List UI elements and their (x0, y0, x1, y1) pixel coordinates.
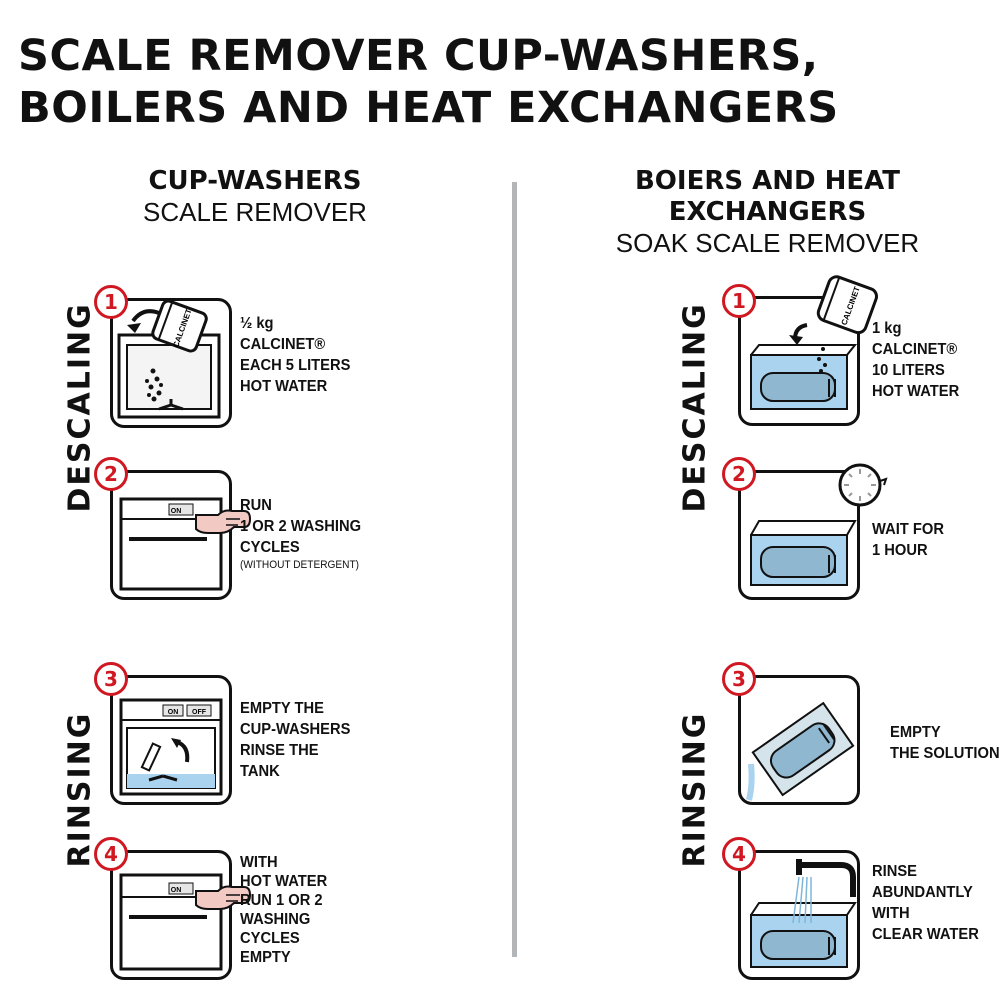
right-step-3: 3 EMPTY THE SOLUTION (720, 660, 1000, 810)
text-note: (WITHOUT DETERGENT) (240, 559, 359, 571)
text-line: 1 OR 2 WASHING (240, 518, 362, 535)
step-number-badge: 3 (722, 662, 756, 696)
tank-emptying-illustration (738, 675, 860, 805)
text-line: WAIT FOR (872, 521, 944, 538)
step-number-badge: 4 (722, 837, 756, 871)
timer-clock-icon (838, 463, 888, 507)
page-title: SCALE REMOVER CUP-WASHERS, BOILERS AND H… (18, 30, 839, 134)
right-section-descaling: DESCALING (677, 302, 713, 513)
step-number-badge: 2 (722, 457, 756, 491)
left-step-4-text: WITH HOT WATER RUN 1 OR 2 WASHING CYCLES… (240, 853, 327, 967)
column-divider (512, 182, 517, 957)
cup-washer-rinse-illustration: ON OFF (110, 675, 232, 805)
right-heading-bold-1: BOIERS AND HEAT (634, 166, 901, 196)
left-step-2: 2 ON RUN 1 OR 2 WASHING CYCLES (WITHOUT … (92, 455, 362, 605)
text-line: CALCINET® (240, 336, 326, 353)
right-step-4: 4 RINSE ABUNDANTLY WITH CLEAR WATER (720, 835, 1000, 985)
text-line: HOT WATER (240, 378, 328, 395)
right-step-4-text: RINSE ABUNDANTLY WITH CLEAR WATER (872, 861, 979, 945)
text-line: CYCLES (240, 930, 300, 947)
text-line: ½ kg (240, 315, 274, 332)
title-line-2: BOILERS AND HEAT EXCHANGERS (18, 83, 839, 133)
left-step-2-text: RUN 1 OR 2 WASHING CYCLES (WITHOUT DETER… (240, 495, 361, 573)
left-step-4: 4 ON WITH HOT WATER RUN 1 OR 2 WASHING C… (92, 835, 362, 985)
text-line: WITH (240, 854, 278, 871)
text-line: CUP-WASHERS (240, 721, 351, 738)
right-step-3-text: EMPTY THE SOLUTION (890, 722, 1000, 764)
right-step-1-text: 1 kg CALCINET® 10 LITERS HOT WATER (872, 318, 959, 402)
text-line: 10 LITERS (872, 362, 945, 379)
right-step-2-text: WAIT FOR 1 HOUR (872, 519, 944, 561)
step-number-badge: 1 (94, 285, 128, 319)
text-line: HOT WATER (872, 383, 960, 400)
step-number-badge: 4 (94, 837, 128, 871)
text-line: EMPTY (240, 949, 291, 966)
tank-rinsing-illustration (738, 850, 860, 980)
svg-text:ON: ON (171, 887, 182, 894)
left-column-heading: CUP-WASHERS SCALE REMOVER (110, 166, 400, 228)
text-line: EMPTY THE (240, 700, 324, 717)
text-line: EACH 5 LITERS (240, 357, 351, 374)
text-line: CLEAR WATER (872, 926, 979, 943)
text-line: TANK (240, 763, 280, 780)
right-heading-bold-2: EXCHANGERS (668, 197, 867, 227)
right-step-2: 2 WAIT FOR 1 HOUR (720, 455, 1000, 605)
text-line: RUN (240, 497, 272, 514)
text-line: RUN 1 OR 2 (240, 892, 323, 909)
left-heading-normal: SCALE REMOVER (143, 197, 367, 227)
text-line: HOT WATER (240, 873, 328, 890)
left-step-1-text: ½ kg CALCINET® EACH 5 LITERS HOT WATER (240, 313, 350, 397)
step-number-badge: 2 (94, 457, 128, 491)
calcinet-container-icon: CALCINET (816, 275, 879, 335)
right-heading-normal: SOAK SCALE REMOVER (615, 228, 920, 258)
text-line: THE SOLUTION (890, 745, 1000, 762)
text-line: RINSE (872, 863, 917, 880)
left-step-3-text: EMPTY THE CUP-WASHERS RINSE THE TANK (240, 698, 350, 782)
left-step-3: 3 ON OFF EMPTY THE CUP-WASHERS RINSE THE… (92, 660, 362, 810)
step-number-badge: 1 (722, 284, 756, 318)
calcinet-container-icon: CALCINET (151, 299, 208, 353)
pressing-hand-icon (195, 509, 252, 534)
title-line-1: SCALE REMOVER CUP-WASHERS, (18, 31, 819, 81)
svg-text:OFF: OFF (192, 709, 207, 716)
left-heading-bold: CUP-WASHERS (148, 166, 362, 196)
text-line: 1 HOUR (872, 542, 928, 559)
text-line: RINSE THE (240, 742, 319, 759)
text-line: WITH (872, 905, 910, 922)
left-step-1: 1 CALCINET ½ kg CALCINET® EACH 5 LITERS … (92, 283, 352, 433)
right-section-rinsing: RINSING (677, 711, 713, 868)
pressing-hand-icon (195, 885, 252, 910)
text-line: CYCLES (240, 539, 300, 556)
text-line: 1 kg (872, 320, 902, 337)
step-number-badge: 3 (94, 662, 128, 696)
cup-washer-closed-illustration: ON (110, 850, 232, 980)
text-line: EMPTY (890, 724, 941, 741)
right-column-heading: BOIERS AND HEAT EXCHANGERS SOAK SCALE RE… (585, 166, 950, 259)
text-line: CALCINET® (872, 341, 958, 358)
text-line: WASHING (240, 911, 311, 928)
on-label: ON (171, 508, 182, 515)
text-line: ABUNDANTLY (872, 884, 973, 901)
right-step-1: 1 CALCINET 1 kg CALCINET® 10 LITERS HOT … (720, 270, 1000, 430)
cup-washer-closed-illustration: ON (110, 470, 232, 600)
svg-text:ON: ON (168, 709, 179, 716)
